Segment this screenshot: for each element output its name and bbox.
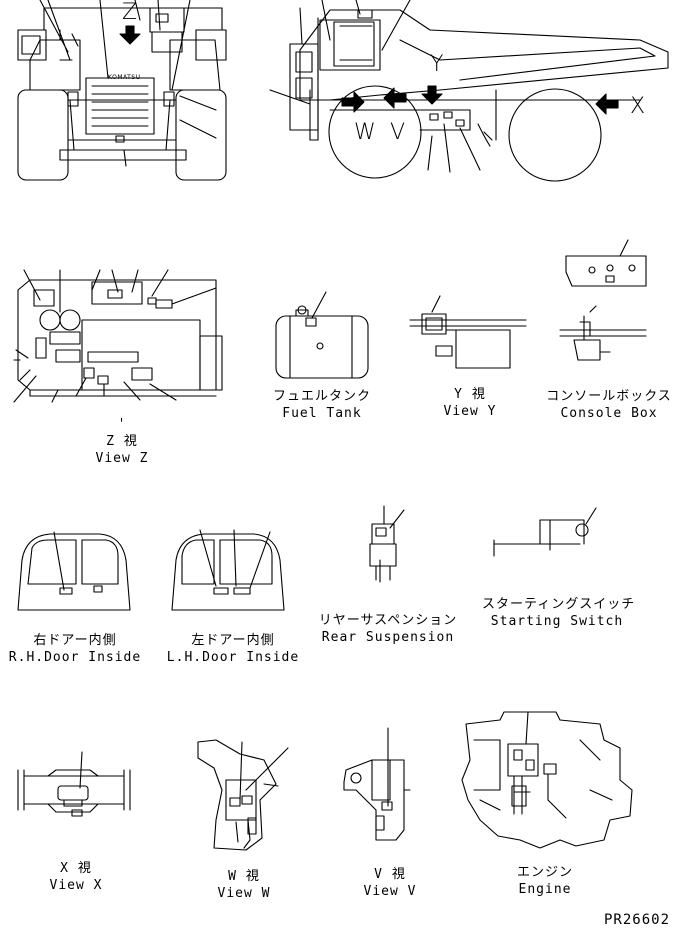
arrow-letter-z: Z: [122, 0, 138, 25]
starting-switch-drawing: [493, 507, 597, 557]
engine-drawing: [461, 711, 633, 849]
fuel-tank-drawing: [275, 291, 369, 379]
arrow-letter-x: X: [630, 94, 646, 119]
truck-side-view: [269, 0, 669, 182]
lh-door-drawing: [171, 529, 285, 611]
truck-front-view: [17, 0, 227, 181]
arrow-letter-v: V: [390, 120, 406, 145]
view-z-drawing: [13, 269, 223, 403]
komatsu-logo-text: KOMATSU: [108, 74, 141, 81]
arrow-letter-w: W: [354, 120, 376, 145]
view-x-drawing: [17, 751, 131, 817]
arrow-letter-y: Y: [430, 52, 444, 77]
view-y-drawing: [409, 295, 527, 369]
view-w-drawing: [197, 739, 289, 851]
rear-suspension-drawing: [369, 505, 405, 583]
view-v-drawing: [343, 727, 411, 841]
console-box-drawing: [559, 239, 647, 361]
rh-door-drawing: [17, 531, 131, 611]
drawing-number: PR26602: [604, 912, 671, 928]
